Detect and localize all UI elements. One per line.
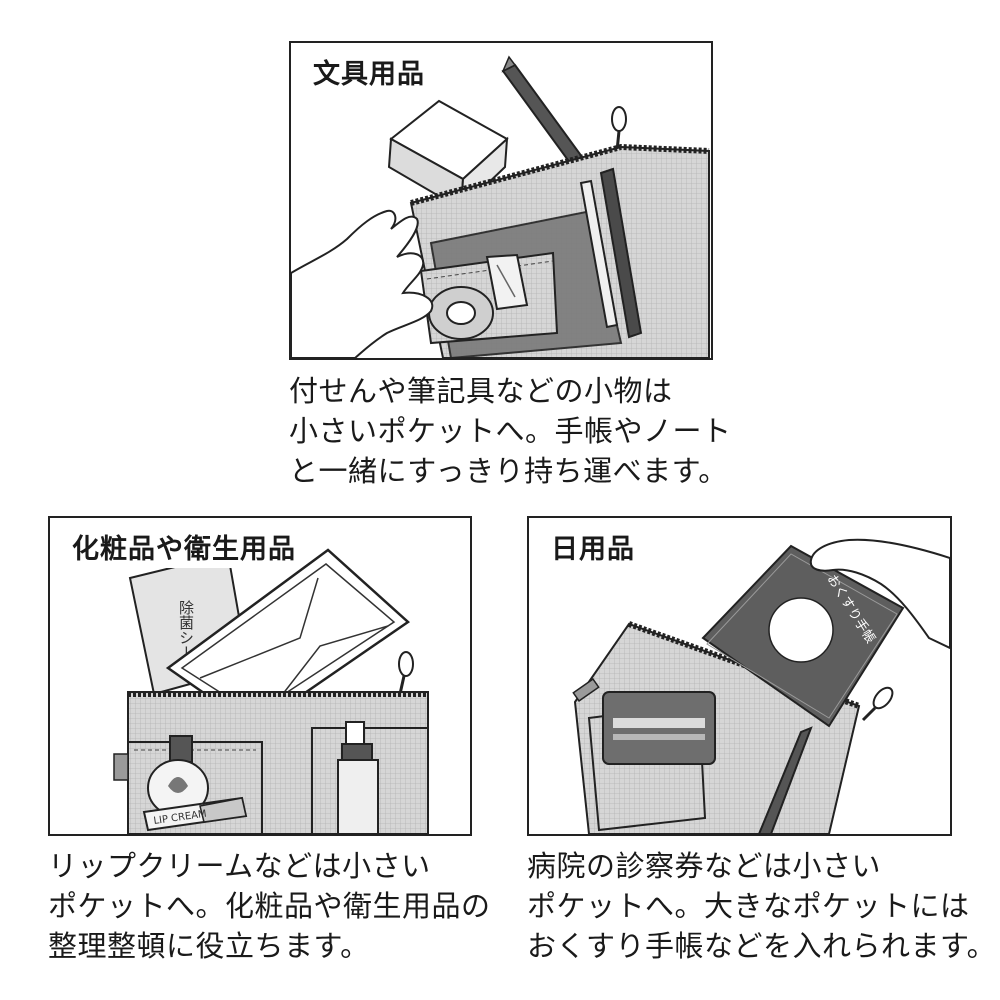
caption-line: おくすり手帳などを入れられます。 [527,929,997,963]
pencils-icon [579,167,643,339]
medicine-notebook-icon: おくすり手帳 [701,544,905,728]
caption-line: 整理整頓に役立ちます。 [48,929,370,963]
zipper-pull-icon [861,686,894,722]
cosmetics-illustration: 除菌シー [113,548,429,834]
sticky-note-pack-icon [485,253,529,311]
daily-goods-illustration: おくすり手帳 [572,538,950,834]
sticky-note-pad-icon [387,99,509,212]
daily-goods-illustration-panel: おくすり手帳 日用品 [527,516,952,836]
hand-icon [809,538,950,650]
spray-bottle-icon [337,721,379,834]
caption-cosmetics: リップクリームなどは小さい ポケットへ。化粧品や衛生用品の 整理整頓に役立ちます… [48,846,491,966]
clinic-card-icon [602,691,716,765]
tape-roll-icon [428,286,494,340]
caption-line: 付せんや筆記具などの小物は [289,374,673,408]
bottle-icon [147,735,209,817]
caption-line: ポケットへ。化粧品や衛生用品の [48,889,491,923]
cosmetics-illustration-panel: 除菌シー [48,516,472,836]
caption-line: ポケットへ。大きなポケットには [527,889,970,923]
pen-icon [757,726,813,834]
caption-line: と一緒にすっきり持ち運べます。 [289,454,728,488]
hand-icon [291,209,434,358]
pen-icon [501,55,587,169]
panel-title: 日用品 [547,532,639,568]
panel-title: 文具用品 [309,57,429,93]
lip-cream-icon: LIP CREAM [142,796,248,832]
panel-title: 化粧品や衛生用品 [68,532,300,568]
caption-line: 小さいポケットへ。手帳やノート [289,414,732,448]
caption-line: リップクリームなどは小さい [48,849,431,883]
stationery-illustration [291,55,710,358]
caption-stationery: 付せんや筆記具などの小物は 小さいポケットへ。手帳やノート と一緒にすっきり持ち… [289,371,732,491]
caption-daily: 病院の診察券などは小さい ポケットへ。大きなポケットには おくすり手帳などを入れ… [527,846,996,966]
caption-line: 病院の診察券などは小さい [527,849,882,883]
stationery-illustration-panel: 文具用品 [289,41,713,360]
packet-label: 除菌シー [177,600,195,660]
zipper-pull-icon [398,651,414,695]
